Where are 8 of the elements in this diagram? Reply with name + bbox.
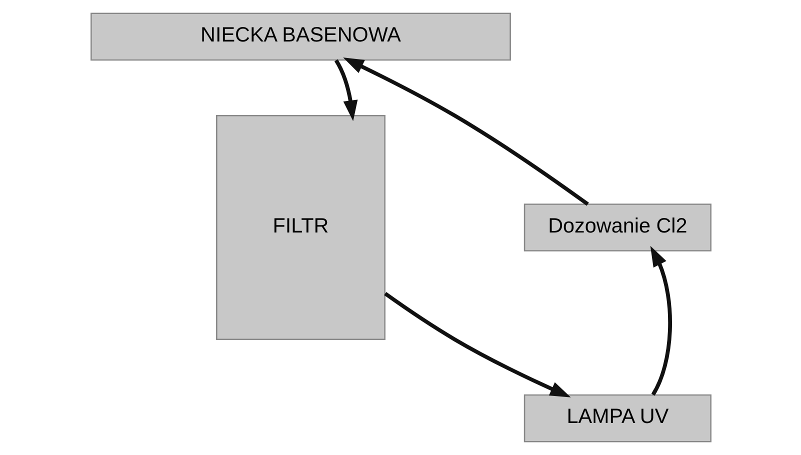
node-box: NIECKA BASENOWA bbox=[90, 12, 510, 61]
arrow bbox=[334, 59, 358, 122]
arrow bbox=[650, 246, 672, 396]
arrow bbox=[384, 292, 570, 398]
node-box: FILTR bbox=[216, 114, 385, 340]
node-box: LAMPA UV bbox=[523, 394, 711, 442]
node-box: Dozowanie Cl2 bbox=[523, 204, 711, 252]
arrow bbox=[342, 58, 588, 206]
